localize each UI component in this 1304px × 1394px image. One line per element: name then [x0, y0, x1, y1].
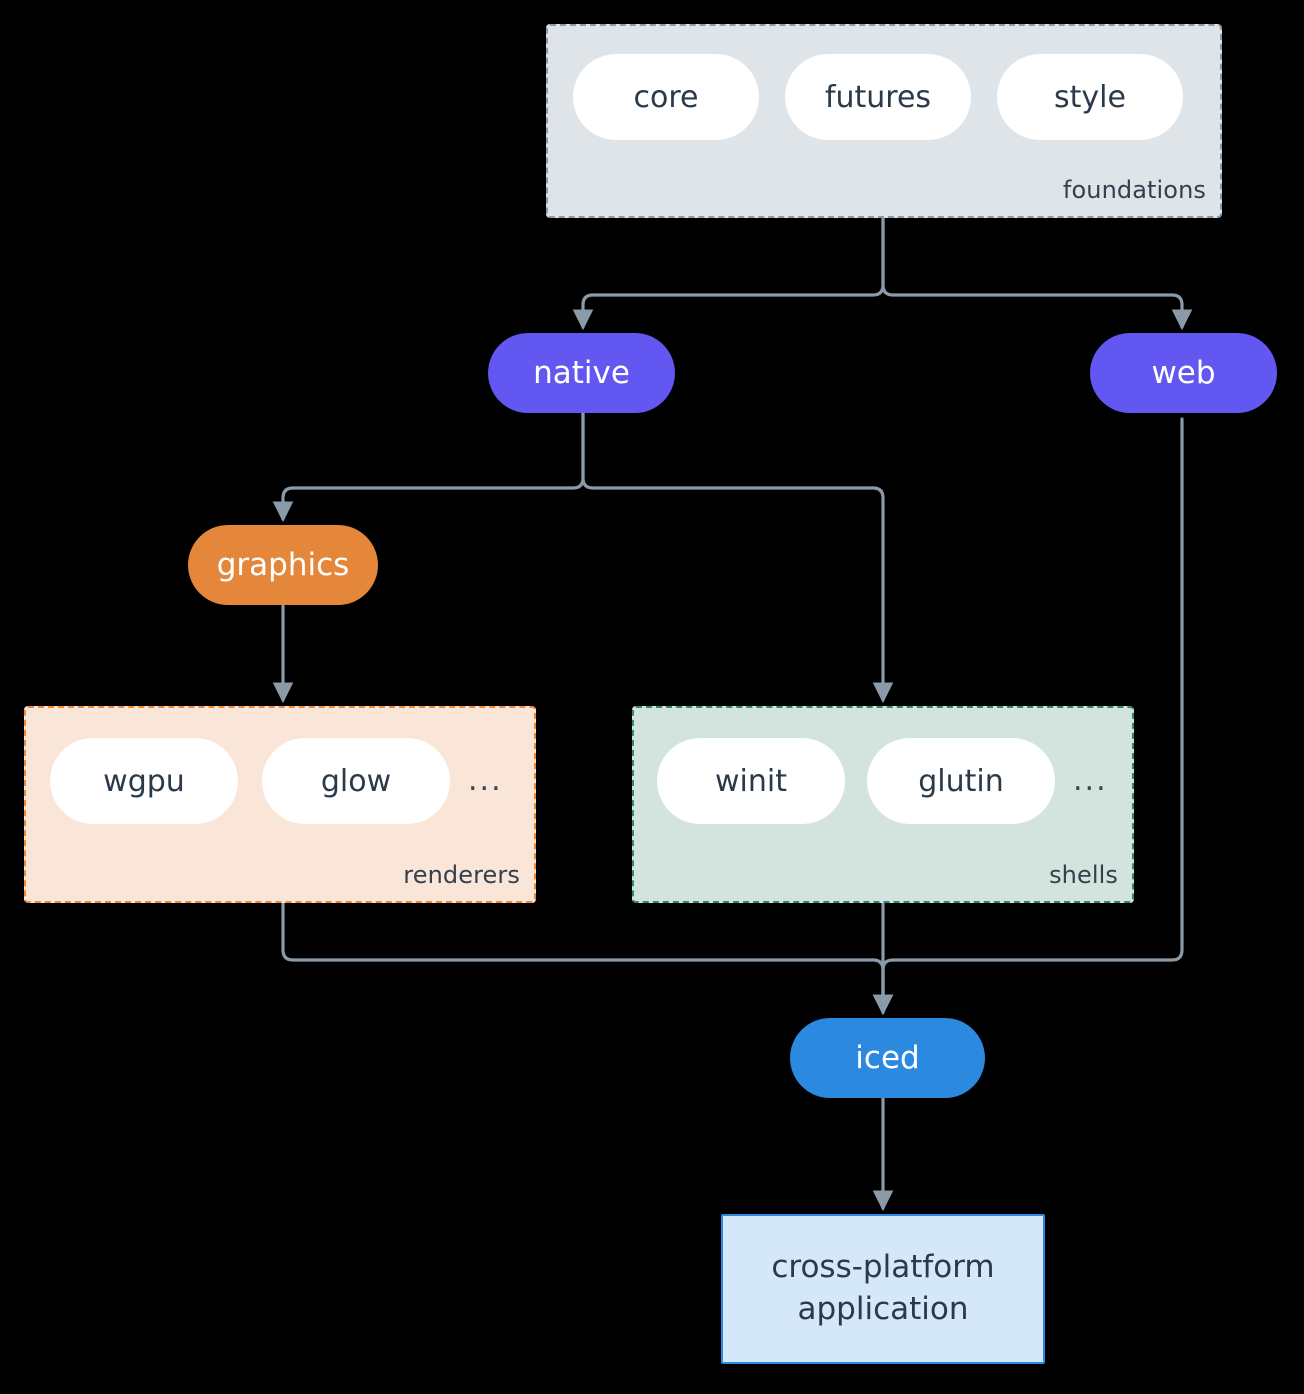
- application-line-2: application: [797, 1291, 969, 1327]
- pill-winit[interactable]: winit: [657, 738, 845, 824]
- edge-renderers-iced: [281, 901, 894, 1016]
- edge-native-shells: [581, 411, 894, 704]
- edge-native-graphics: [272, 411, 585, 523]
- node-iced[interactable]: iced: [790, 1018, 985, 1098]
- shells-members: winit glutin ...: [657, 738, 1108, 824]
- node-application[interactable]: cross-platform application: [721, 1214, 1045, 1364]
- group-renderers-label: renderers: [403, 861, 520, 889]
- pill-glow[interactable]: glow: [262, 738, 450, 824]
- node-graphics[interactable]: graphics: [188, 525, 378, 605]
- pill-style[interactable]: style: [997, 54, 1183, 140]
- node-web[interactable]: web: [1090, 333, 1277, 413]
- edge-foundations-web: [881, 216, 1193, 331]
- pill-futures[interactable]: futures: [785, 54, 971, 140]
- foundations-members: core futures style: [573, 54, 1183, 140]
- renderers-ellipsis: ...: [468, 763, 503, 798]
- pill-wgpu[interactable]: wgpu: [50, 738, 238, 824]
- group-foundations-label: foundations: [1062, 176, 1206, 204]
- pill-glutin[interactable]: glutin: [867, 738, 1055, 824]
- group-shells-label: shells: [1049, 861, 1118, 889]
- pill-core[interactable]: core: [573, 54, 759, 140]
- renderers-members: wgpu glow ...: [50, 738, 503, 824]
- application-line-1: cross-platform: [771, 1249, 995, 1286]
- node-native[interactable]: native: [488, 333, 675, 413]
- edge-foundations-native: [572, 216, 885, 331]
- shells-ellipsis: ...: [1073, 763, 1108, 798]
